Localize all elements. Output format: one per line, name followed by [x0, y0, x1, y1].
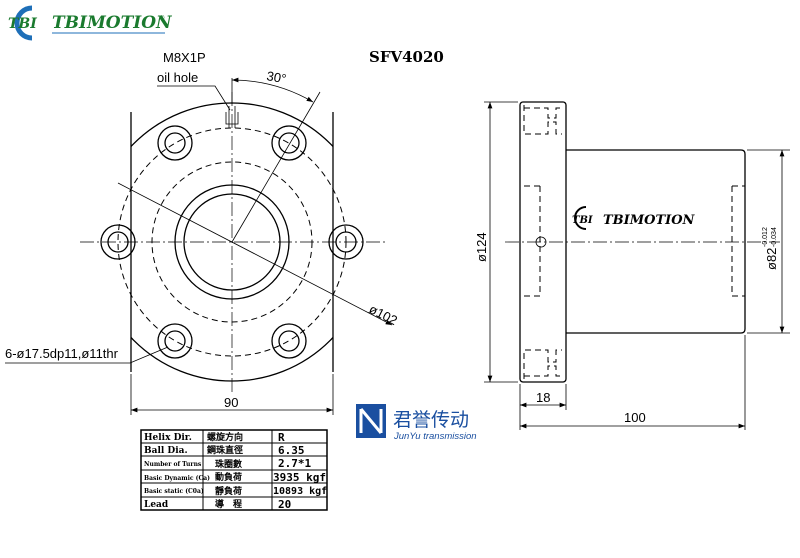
- table-row: Ball Dia. 鋼珠直徑 6.35: [144, 444, 305, 457]
- body-dia-label: ø82: [764, 248, 779, 270]
- spec-table: Helix Dir. 螺旋方向 R Ball Dia. 鋼珠直徑 6.35 Number…: [140, 429, 328, 511]
- svg-text:2.7*1: 2.7*1: [278, 457, 311, 470]
- svg-text:TBI: TBI: [572, 215, 593, 226]
- svg-text:3935 kgf: 3935 kgf: [273, 471, 326, 484]
- junyu-english: JunYu transmission: [393, 431, 477, 442]
- table-row: Number of Turns 珠圈數 2.7*1: [144, 457, 311, 470]
- body-tol-upper: -0.012: [762, 227, 769, 247]
- holes-label: 6-ø17.5dp11,ø11thr: [5, 346, 119, 361]
- bolt-hole: [328, 224, 364, 260]
- svg-text:Number of Turns: Number of Turns: [144, 461, 202, 468]
- svg-text:Basic Dynamic (Ca): Basic Dynamic (Ca): [144, 475, 210, 482]
- svg-text:Ball Dia.: Ball Dia.: [144, 446, 188, 456]
- svg-text:10893 kgf: 10893 kgf: [273, 486, 327, 497]
- flange-dia-label: ø124: [474, 232, 489, 262]
- logo-mark: TBI: [8, 16, 37, 32]
- pcd-label: ø102: [367, 301, 400, 328]
- logo-name: TBIMOTION: [52, 13, 173, 33]
- svg-text:Helix Dir.: Helix Dir.: [144, 433, 192, 443]
- model-title: SFV4020: [369, 48, 444, 66]
- svg-text:Basic static (C0a): Basic static (C0a): [144, 488, 204, 495]
- logo-registered: ®: [160, 15, 165, 22]
- tbi-logo: TBI TBIMOTION ®: [8, 5, 173, 41]
- svg-text:靜負荷: 靜負荷: [215, 485, 242, 497]
- body-tol-lower: -0.034: [771, 227, 778, 247]
- logo-ring-icon: [14, 5, 33, 41]
- table-row: Basic static (C0a) 靜負荷 10893 kgf: [144, 485, 327, 497]
- width-label: 90: [224, 395, 238, 410]
- svg-text:螺旋方向: 螺旋方向: [207, 431, 243, 443]
- svg-text:6.35: 6.35: [278, 444, 305, 457]
- side-view: TBI TBIMOTION ø124 ø82 -0.012 -0.034 18 …: [474, 101, 790, 430]
- svg-text:Lead: Lead: [144, 500, 169, 510]
- length-label: 100: [624, 410, 646, 425]
- table-row: Basic Dynamic (Ca) 動負荷 3935 kgf: [144, 471, 326, 484]
- svg-text:鋼珠直徑: 鋼珠直徑: [206, 444, 243, 456]
- angle-label: 30°: [265, 68, 287, 86]
- svg-text:導 程: 導 程: [215, 498, 242, 510]
- svg-text:TBIMOTION: TBIMOTION: [603, 213, 696, 228]
- svg-text:R: R: [278, 431, 285, 444]
- oil-hole-label: oil hole: [157, 70, 198, 85]
- junyu-logo: 君誉传动 JunYu transmission: [356, 404, 477, 442]
- bolt-hole: [100, 224, 136, 260]
- svg-text:動負荷: 動負荷: [215, 471, 242, 483]
- junyu-chinese: 君誉传动: [393, 409, 469, 431]
- svg-text:珠圈數: 珠圈數: [215, 458, 243, 470]
- front-view: M8X1P oil hole 30° ø102 6-ø17.5dp11,ø11t…: [5, 50, 400, 415]
- bolt-hole: [271, 125, 307, 161]
- table-row: Lead 導 程 20: [144, 498, 291, 511]
- oil-hole-thread-label: M8X1P: [163, 50, 206, 65]
- svg-text:20: 20: [278, 498, 291, 511]
- body-logo: TBI TBIMOTION: [572, 206, 696, 230]
- bolt-hole: [271, 323, 307, 359]
- bolt-hole: [157, 323, 193, 359]
- bolt-holes: [100, 125, 364, 359]
- flange-thickness-label: 18: [536, 390, 550, 405]
- table-row: Helix Dir. 螺旋方向 R: [144, 431, 285, 444]
- bolt-hole: [157, 125, 193, 161]
